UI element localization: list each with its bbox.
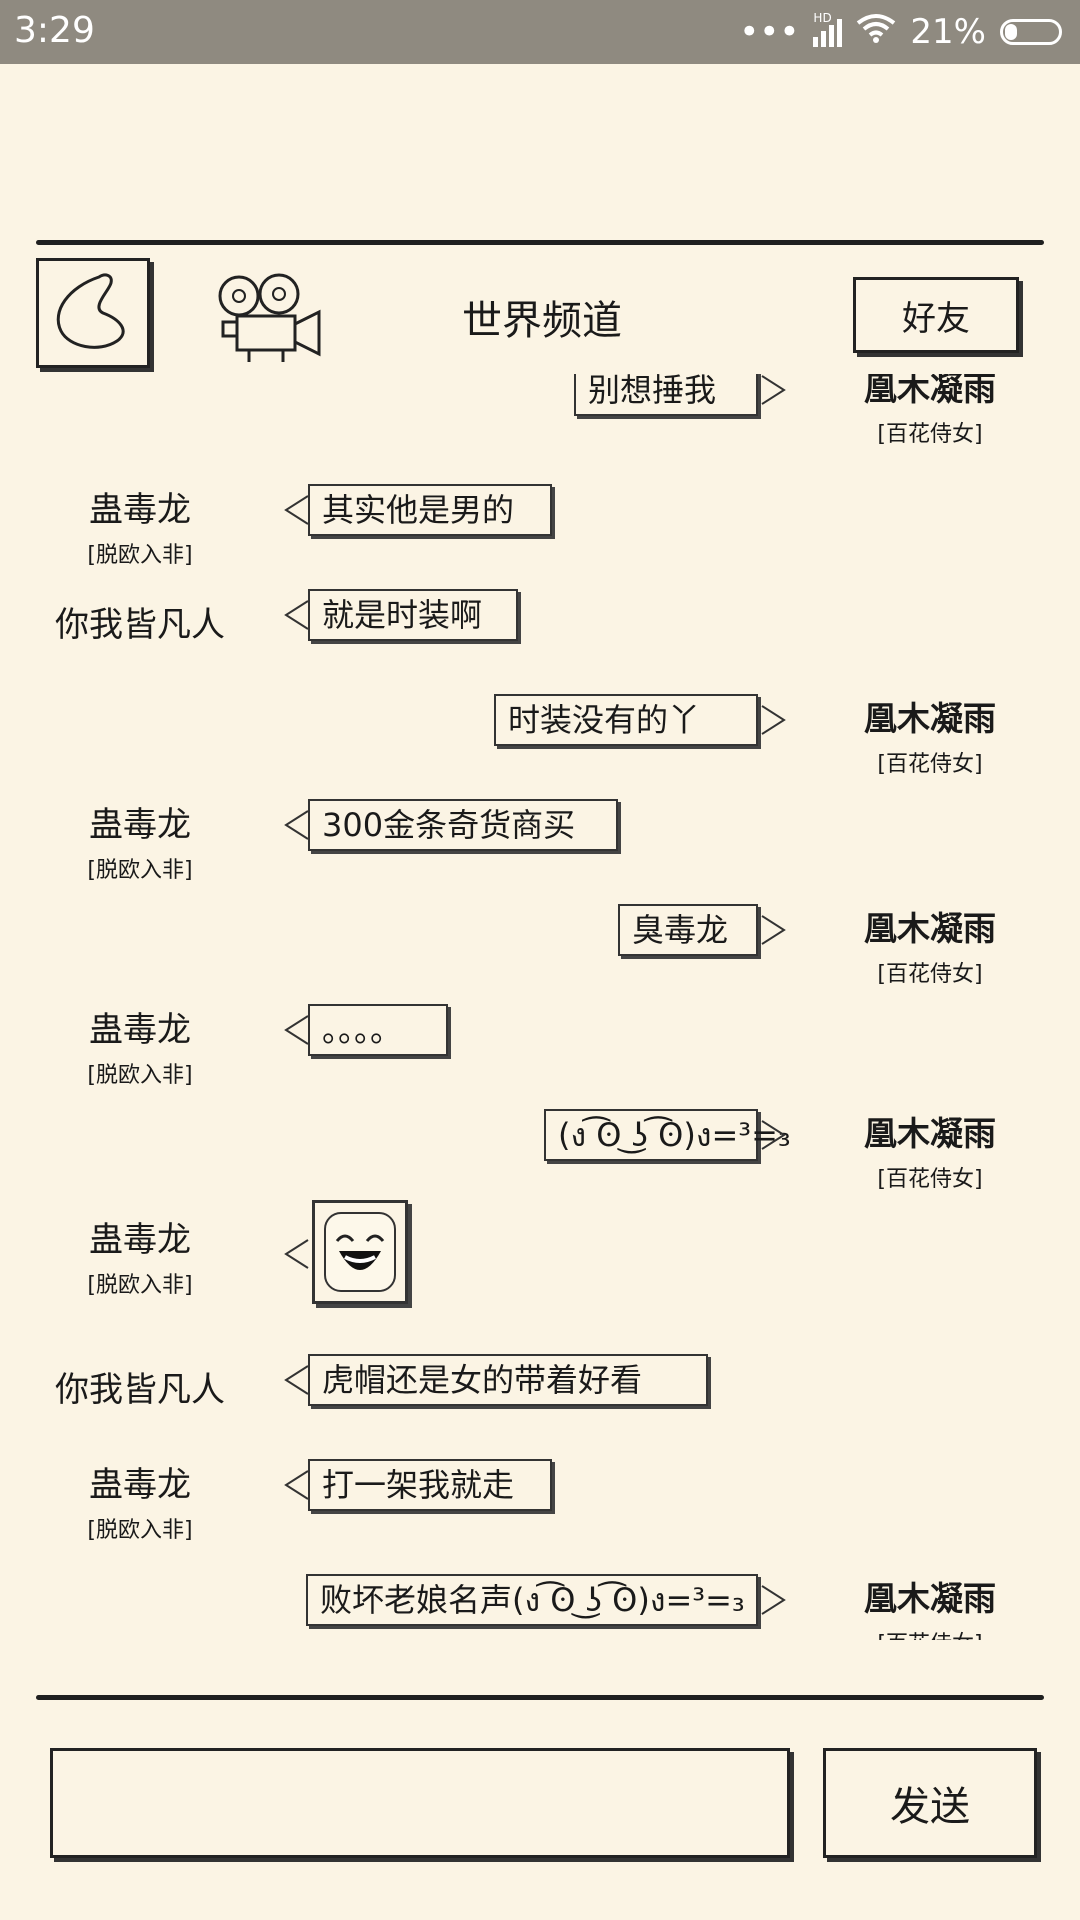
message-bubble[interactable]: 虎帽还是女的带着好看 (308, 1354, 708, 1406)
sender-name-text: 凰木凝雨 (864, 1579, 996, 1618)
sender-name-text: 蛊毒龙 (89, 1465, 191, 1505)
sticker-message[interactable] (312, 1200, 408, 1304)
sender-title-tag: [脱欧入非] (87, 1063, 193, 1088)
sender-name[interactable]: 凰木凝雨 [百花侍女] (820, 1572, 1040, 1640)
message-bubble[interactable]: 其实他是男的 (308, 484, 552, 536)
status-icons: ••• HD 21% (739, 10, 1062, 54)
message-bubble[interactable]: 就是时装啊 (308, 589, 518, 641)
send-button[interactable]: 发送 (823, 1748, 1037, 1858)
bubble-tail-icon (761, 375, 786, 405)
bubble-tail-icon (761, 1120, 786, 1150)
sender-name-text: 你我皆凡人 (55, 1370, 225, 1410)
sender-name[interactable]: 蛊毒龙 [脱欧入非] (30, 1212, 250, 1299)
sender-name-text: 蛊毒龙 (89, 1220, 191, 1260)
sender-name-text: 你我皆凡人 (55, 605, 225, 645)
sender-title-tag: [脱欧入非] (87, 543, 193, 568)
video-camera-icon[interactable] (215, 272, 327, 372)
status-bar: 3:29 ••• HD 21% (0, 0, 1080, 64)
bubble-tail-icon (284, 600, 309, 630)
message-bubble[interactable]: 臭毒龙 (618, 904, 758, 956)
message-bubble[interactable]: 。。。。 (308, 1004, 448, 1056)
sender-name[interactable]: 凰木凝雨 [百花侍女] (820, 1107, 1040, 1193)
message-bubble[interactable]: 时装没有的丫 (494, 694, 758, 746)
message-bubble[interactable]: (ง ͡ʘ ͜ʖ ͡ʘ)ง=³=₃ (544, 1109, 791, 1161)
battery-icon (1000, 19, 1062, 45)
sender-title-tag: [脱欧入非] (87, 1273, 193, 1298)
message-bubble[interactable]: 打一架我就走 (308, 1459, 552, 1511)
sender-name[interactable]: 凰木凝雨 [百花侍女] (820, 692, 1040, 778)
top-divider (36, 240, 1044, 245)
bottom-divider (36, 1695, 1044, 1700)
sender-name-text: 凰木凝雨 (864, 909, 996, 948)
status-time: 3:29 (14, 10, 95, 51)
sender-title-tag: [百花侍女] (877, 1167, 983, 1192)
sender-name[interactable]: 蛊毒龙 [脱欧入非] (30, 1002, 250, 1089)
back-arrow-icon (56, 273, 125, 349)
message-bubble[interactable]: 败坏老娘名声(ง ͡ʘ ͜ʖ ͡ʘ)ง=³=₃ (306, 1574, 758, 1626)
bubble-tail-icon (284, 1239, 309, 1269)
bubble-tail-icon (284, 1015, 309, 1045)
sender-name[interactable]: 凰木凝雨 [百花侍女] (820, 374, 1040, 448)
sender-title-tag: [百花侍女] (877, 962, 983, 987)
bubble-tail-icon (284, 1365, 309, 1395)
friends-button[interactable]: 好友 (853, 277, 1019, 353)
sender-title-tag: [脱欧入非] (87, 1518, 193, 1543)
bubble-tail-icon (284, 495, 309, 525)
sender-title-tag: [百花侍女] (820, 1626, 1040, 1640)
sender-title-tag: [百花侍女] (877, 752, 983, 777)
sender-name-text: 蛊毒龙 (89, 490, 191, 530)
message-bubble[interactable]: 别想捶我 (574, 374, 758, 416)
sender-name-text: 凰木凝雨 (864, 374, 996, 408)
sender-name[interactable]: 你我皆凡人 (30, 597, 250, 646)
sender-name[interactable]: 蛊毒龙 [脱欧入非] (30, 1457, 250, 1544)
bubble-tail-icon (761, 1585, 786, 1615)
sender-title-tag: [脱欧入非] (87, 858, 193, 883)
message-input[interactable] (50, 1748, 790, 1858)
sender-name-text: 凰木凝雨 (864, 1114, 996, 1153)
bubble-tail-icon (284, 810, 309, 840)
bubble-tail-icon (761, 705, 786, 735)
more-dots-icon: ••• (739, 12, 800, 52)
back-button[interactable] (36, 258, 150, 368)
sender-name-text: 蛊毒龙 (89, 1010, 191, 1050)
channel-title: 世界频道 (462, 298, 622, 344)
sender-name[interactable]: 凰木凝雨 [百花侍女] (820, 902, 1040, 988)
sender-name[interactable]: 蛊毒龙 [脱欧入非] (30, 482, 250, 569)
laughing-face-icon (324, 1212, 396, 1292)
wifi-icon (856, 12, 896, 52)
sender-name-text: 凰木凝雨 (864, 699, 996, 738)
hd-label: HD (813, 11, 832, 25)
bubble-tail-icon (761, 915, 786, 945)
sender-name[interactable]: 你我皆凡人 (30, 1362, 250, 1411)
message-bubble[interactable]: 300金条奇货商买 (308, 799, 618, 851)
battery-percent: 21% (910, 12, 986, 52)
signal-icon: HD (813, 11, 843, 47)
sender-name-text: 蛊毒龙 (89, 805, 191, 845)
bubble-tail-icon (284, 1470, 309, 1500)
chat-list[interactable]: 凰木凝雨[百花侍女]别想捶我蛊毒龙[脱欧入非]其实他是男的你我皆凡人就是时装啊凰… (0, 374, 1080, 1640)
sender-title-tag: [百花侍女] (877, 422, 983, 447)
sender-name[interactable]: 蛊毒龙 [脱欧入非] (30, 797, 250, 884)
